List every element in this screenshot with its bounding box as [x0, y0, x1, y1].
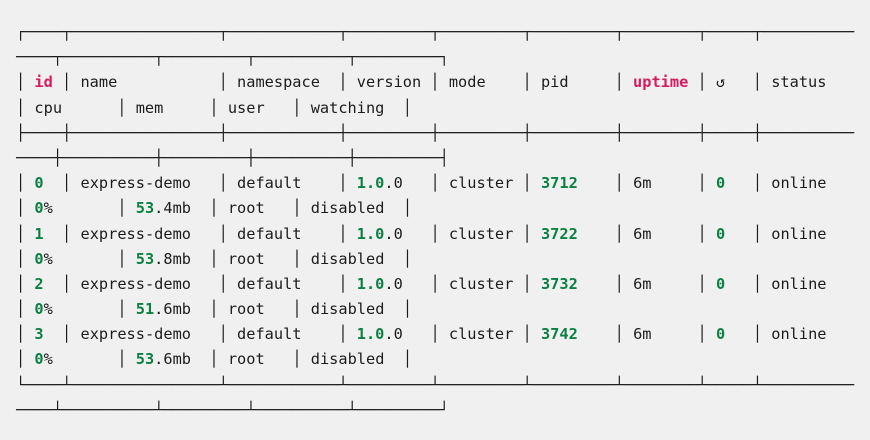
- terminal-token-green: 0: [715, 174, 726, 193]
- terminal-token: │ online: [725, 224, 827, 243]
- terminal-token: % │: [43, 350, 136, 369]
- terminal-token: │ express-demo │ default │: [43, 224, 357, 243]
- terminal-line: ────┴──────────┴─────────┴──────────┴───…: [16, 398, 870, 423]
- terminal-token-green: 3712: [540, 174, 578, 193]
- terminal-token: │ online: [725, 274, 827, 293]
- terminal-token-green: 0: [34, 350, 44, 369]
- terminal-token-green: 3742: [540, 325, 578, 344]
- terminal-token: │: [16, 325, 35, 344]
- terminal-token: │ express-demo │ default │: [43, 274, 357, 293]
- terminal-token-green: 51: [135, 300, 155, 319]
- terminal-line: │ id │ name │ namespace │ version │ mode…: [16, 70, 870, 95]
- terminal-token: │ name │ namespace │ version │ mode │ pi…: [52, 73, 634, 92]
- terminal-token-green: 0: [34, 199, 44, 218]
- terminal-token: │: [16, 249, 35, 268]
- terminal-token: │: [16, 300, 35, 319]
- terminal-token-green: 53: [135, 199, 155, 218]
- terminal-token: ────┼──────────┼─────────┼──────────┼───…: [16, 148, 449, 167]
- terminal-token: ────┬──────────┬─────────┬──────────┬───…: [16, 48, 449, 67]
- terminal-token: .0 │ cluster │: [384, 174, 541, 193]
- terminal-token: │: [16, 274, 35, 293]
- terminal-token: ────┴──────────┴─────────┴──────────┴───…: [16, 400, 449, 419]
- terminal-token-green: 53: [135, 350, 155, 369]
- terminal-line: │ 2 │ express-demo │ default │ 1.0.0 │ c…: [16, 272, 870, 297]
- terminal-token: .0 │ cluster │: [384, 274, 541, 293]
- terminal-line: ┌────┬────────────────┬────────────┬────…: [16, 20, 870, 45]
- terminal-token: │ 6m │: [577, 224, 716, 243]
- terminal-token: │ 6m │: [577, 274, 716, 293]
- terminal-line: ────┬──────────┬─────────┬──────────┬───…: [16, 45, 870, 70]
- terminal-token: .6mb │ root │ disabled │: [154, 350, 413, 369]
- terminal-token-green: 3722: [540, 224, 578, 243]
- terminal-line: │ cpu │ mem │ user │ watching │: [16, 96, 870, 121]
- terminal-token: % │: [43, 300, 136, 319]
- terminal-token: │ cpu │ mem │ user │ watching │: [16, 98, 413, 117]
- terminal-token: ┌────┬────────────────┬────────────┬────…: [16, 23, 855, 41]
- terminal-token: .4mb │ root │ disabled │: [154, 199, 413, 218]
- terminal-token: │ express-demo │ default │: [43, 174, 357, 193]
- terminal-token: │: [16, 174, 35, 193]
- terminal-line: │ 0% │ 53.4mb │ root │ disabled │: [16, 196, 870, 221]
- terminal-token: │: [16, 224, 35, 243]
- terminal-line: ├────┼────────────────┼────────────┼────…: [16, 121, 870, 146]
- terminal-token-green: 0: [34, 300, 44, 319]
- terminal-line: │ 0% │ 53.8mb │ root │ disabled │: [16, 247, 870, 272]
- terminal-token-green: 1.0: [356, 174, 385, 193]
- terminal-token-green: 0: [34, 249, 44, 268]
- terminal-token-green: 1.0: [356, 325, 385, 344]
- terminal-token-green: 3: [34, 325, 44, 344]
- terminal-token: │ ↺ │ status: [688, 73, 827, 92]
- terminal-token: │: [16, 350, 35, 369]
- terminal-token: ├────┼────────────────┼────────────┼────…: [16, 123, 855, 142]
- terminal-token: │ online: [725, 174, 827, 193]
- terminal-token-red: id: [34, 73, 53, 92]
- terminal-token-green: 2: [34, 274, 44, 293]
- terminal-token-green: 53: [135, 249, 155, 268]
- terminal-token: │ 6m │: [577, 325, 716, 344]
- terminal-token: .0 │ cluster │: [384, 325, 541, 344]
- terminal-line: │ 3 │ express-demo │ default │ 1.0.0 │ c…: [16, 322, 870, 347]
- terminal-token: │: [16, 199, 35, 218]
- terminal-line: │ 0 │ express-demo │ default │ 1.0.0 │ c…: [16, 171, 870, 196]
- terminal-token: │ online: [725, 325, 827, 344]
- terminal-token: │ 6m │: [577, 174, 716, 193]
- terminal-token-green: 0: [715, 224, 726, 243]
- terminal-token-red: uptime: [633, 73, 689, 92]
- terminal-line: │ 0% │ 51.6mb │ root │ disabled │: [16, 297, 870, 322]
- terminal-token-green: 1.0: [356, 224, 385, 243]
- terminal-token-green: 3732: [540, 274, 578, 293]
- terminal-token-green: 0: [715, 274, 726, 293]
- terminal-output: ┌────┬────────────────┬────────────┬────…: [16, 20, 870, 423]
- terminal-token: │ express-demo │ default │: [43, 325, 357, 344]
- terminal-token: .6mb │ root │ disabled │: [154, 300, 413, 319]
- terminal-line: │ 1 │ express-demo │ default │ 1.0.0 │ c…: [16, 222, 870, 247]
- terminal-token: │: [16, 73, 35, 92]
- terminal-token-green: 1.0: [356, 274, 385, 293]
- terminal-token: % │: [43, 249, 136, 268]
- terminal-token: .8mb │ root │ disabled │: [154, 249, 413, 268]
- terminal-token-green: 1: [34, 224, 44, 243]
- terminal-token: .0 │ cluster │: [384, 224, 541, 243]
- terminal-line: ────┼──────────┼─────────┼──────────┼───…: [16, 146, 870, 171]
- terminal-token: └────┴────────────────┴────────────┴────…: [16, 375, 855, 394]
- terminal-token: % │: [43, 199, 136, 218]
- terminal-token-green: 0: [715, 325, 726, 344]
- terminal-token-green: 0: [34, 174, 44, 193]
- terminal-line: │ 0% │ 53.6mb │ root │ disabled │: [16, 347, 870, 372]
- terminal-line: └────┴────────────────┴────────────┴────…: [16, 373, 870, 398]
